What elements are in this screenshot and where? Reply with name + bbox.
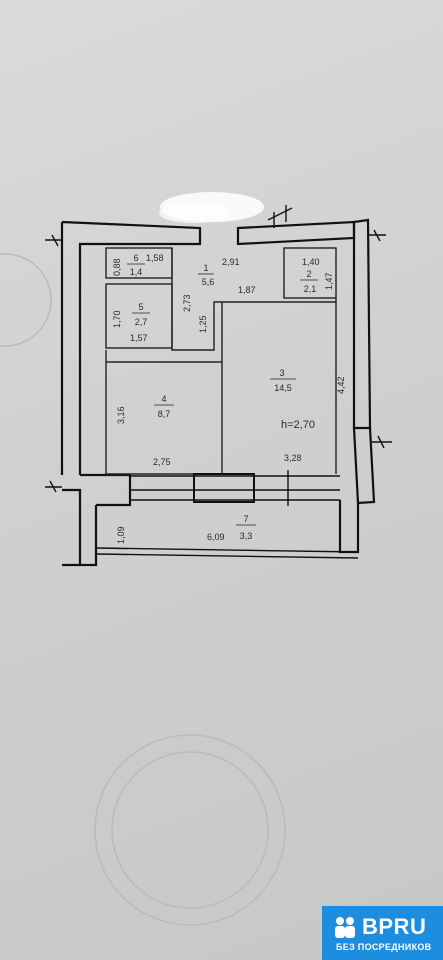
room-6-area: 1,4 (130, 267, 143, 277)
room-labels: 1 5,6 2 2,1 3 14,5 4 8,7 5 2,7 6 1,4 7 3… (127, 253, 318, 541)
room-4-area: 8,7 (158, 409, 171, 419)
brand-tagline: БЕЗ ПОСРЕДНИКОВ (336, 942, 432, 952)
faint-stamp-marks (0, 253, 286, 926)
room-5-number: 5 (138, 302, 143, 312)
break-marks (45, 205, 392, 493)
dim-4-42: 4,42 (336, 376, 346, 394)
room-3-number: 3 (279, 368, 284, 378)
interior-walls (105, 247, 337, 475)
redacted-mark (159, 192, 264, 223)
dim-1-70: 1,70 (112, 310, 122, 328)
dim-1-87: 1,87 (238, 285, 256, 295)
room-1-number: 1 (203, 263, 208, 273)
dim-6-09: 6,09 (207, 532, 225, 542)
room-1-area: 5,6 (202, 277, 215, 287)
dimension-labels: 2,91 1,87 1,58 1,40 1,57 2,75 3,28 6,09 … (112, 253, 346, 544)
dim-3-16: 3,16 (116, 406, 126, 424)
dim-1-57: 1,57 (130, 333, 148, 343)
outer-walls (60, 218, 376, 567)
bpru-watermark: BPRU БЕЗ ПОСРЕДНИКОВ (322, 906, 443, 960)
dim-1-25: 1,25 (198, 315, 208, 333)
dim-1-09: 1,09 (116, 526, 126, 544)
balcony-frame (95, 470, 359, 559)
dim-2-75: 2,75 (153, 457, 171, 467)
room-6-number: 6 (133, 253, 138, 263)
room-2-number: 2 (306, 269, 311, 279)
dim-1-47: 1,47 (324, 272, 334, 290)
room-2-area: 2,1 (304, 284, 317, 294)
room-5-area: 2,7 (135, 317, 148, 327)
room-3-area: 14,5 (274, 383, 292, 393)
dim-1-58: 1,58 (146, 253, 164, 263)
dim-2-73: 2,73 (182, 294, 192, 312)
brand-name: BPRU (362, 914, 427, 939)
dim-3-28: 3,28 (284, 453, 302, 463)
room-7-area: 3,3 (240, 531, 253, 541)
dim-0-88: 0,88 (112, 258, 122, 276)
room-7-number: 7 (243, 514, 248, 524)
dim-2-91: 2,91 (222, 257, 240, 267)
ceiling-height: h=2,70 (281, 419, 315, 431)
dim-1-40: 1,40 (302, 257, 320, 267)
room-4-number: 4 (161, 394, 166, 404)
people-logo-icon (335, 917, 355, 938)
